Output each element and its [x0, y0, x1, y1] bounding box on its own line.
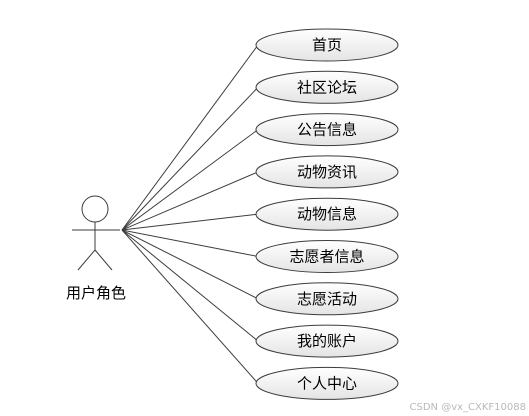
- association-line-animal-info: [121, 213, 259, 231]
- use-case-label: 社区论坛: [297, 78, 357, 96]
- association-line-my-account: [121, 229, 259, 342]
- use-case-ellipse: [255, 240, 399, 273]
- use-case-ellipse: [255, 155, 399, 189]
- use-case-animal-news: 动物资讯: [255, 155, 399, 189]
- use-case-personal-center: 个人中心: [255, 366, 399, 400]
- use-case-label: 首页: [312, 36, 342, 54]
- use-case-home: 首页: [255, 28, 399, 62]
- use-case-ellipse: [255, 197, 399, 231]
- association-line-volunteer-activity: [121, 229, 259, 300]
- use-case-label: 我的账户: [297, 332, 357, 350]
- association-line-animal-news: [121, 171, 259, 231]
- use-case-label: 公告信息: [297, 121, 357, 139]
- association-line-personal-center: [121, 229, 259, 384]
- actor-left-leg: [77, 249, 96, 271]
- use-case-animal-info: 动物信息: [255, 197, 399, 231]
- use-case-label: 动物资讯: [297, 163, 357, 181]
- use-case-ellipse: [255, 28, 399, 62]
- use-case-ellipse: [255, 324, 399, 358]
- use-case-ellipse: [255, 282, 399, 316]
- actor-right-leg: [94, 249, 113, 271]
- actor-head: [81, 195, 109, 223]
- use-case-notice: 公告信息: [255, 113, 399, 147]
- use-case-volunteer-info: 志愿者信息: [255, 240, 399, 273]
- actor-label: 用户角色: [66, 284, 126, 302]
- association-lines: [121, 44, 259, 384]
- association-line-forum: [121, 86, 259, 231]
- actor-figure: [72, 195, 120, 271]
- use-case-ellipse: [255, 366, 399, 400]
- watermark: CSDN @vx_CXKF10088: [409, 402, 526, 413]
- use-case-my-account: 我的账户: [255, 324, 399, 358]
- use-case-ellipse: [255, 113, 399, 147]
- association-line-notice: [121, 129, 259, 231]
- use-case-label: 动物信息: [297, 205, 357, 223]
- use-case-ellipse: [255, 70, 399, 104]
- use-case-label: 志愿者信息: [289, 248, 364, 266]
- use-case-volunteer-activity: 志愿活动: [255, 282, 399, 316]
- association-line-home: [121, 44, 259, 231]
- use-case-label: 个人中心: [297, 374, 357, 392]
- use-case-label: 志愿活动: [297, 290, 357, 308]
- association-line-volunteer-info: [121, 229, 259, 257]
- use-case-forum: 社区论坛: [255, 70, 399, 104]
